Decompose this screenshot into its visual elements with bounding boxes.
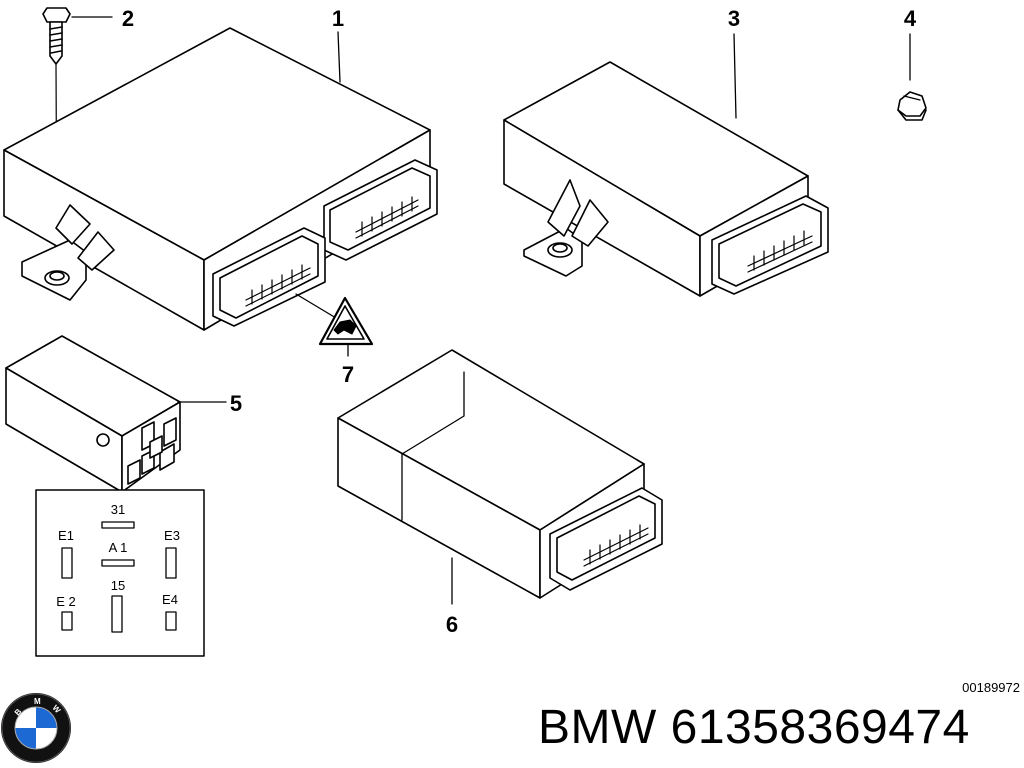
callout-1: 1 [332, 6, 344, 31]
pin-label-e4: E4 [162, 592, 178, 607]
callout-3: 3 [728, 6, 740, 31]
callout-4: 4 [904, 6, 917, 31]
control-unit-part-1 [3, 27, 438, 331]
callout-5: 5 [230, 391, 242, 416]
part-number-title: BMW 61358369474 [538, 701, 970, 754]
callout-7: 7 [342, 362, 354, 387]
pin-label-e1: E1 [58, 528, 74, 543]
svg-text:M: M [34, 697, 41, 706]
pin-label-a1: A 1 [109, 540, 128, 555]
diagram-reference-number: 00189972 [962, 680, 1020, 695]
callout-6: 6 [446, 612, 458, 637]
svg-text:B: B [13, 707, 24, 717]
pin-label-15: 15 [111, 578, 125, 593]
bmw-logo: B M W [1, 693, 71, 763]
relay-part-5 [5, 335, 181, 493]
callout-2: 2 [122, 6, 134, 31]
module-part-6 [337, 349, 663, 599]
svg-text:W: W [51, 703, 63, 715]
warning-label-part-7 [318, 296, 374, 357]
leader-3 [733, 33, 737, 119]
pin-label-31: 31 [111, 502, 125, 517]
leader-7 [295, 293, 337, 319]
relay-pinout-box [35, 489, 205, 657]
plug-part-4 [897, 33, 927, 121]
pin-label-e2: E 2 [56, 594, 76, 609]
pin-label-e3: E3 [164, 528, 180, 543]
control-unit-part-3 [503, 61, 829, 297]
leader-1 [337, 31, 341, 83]
